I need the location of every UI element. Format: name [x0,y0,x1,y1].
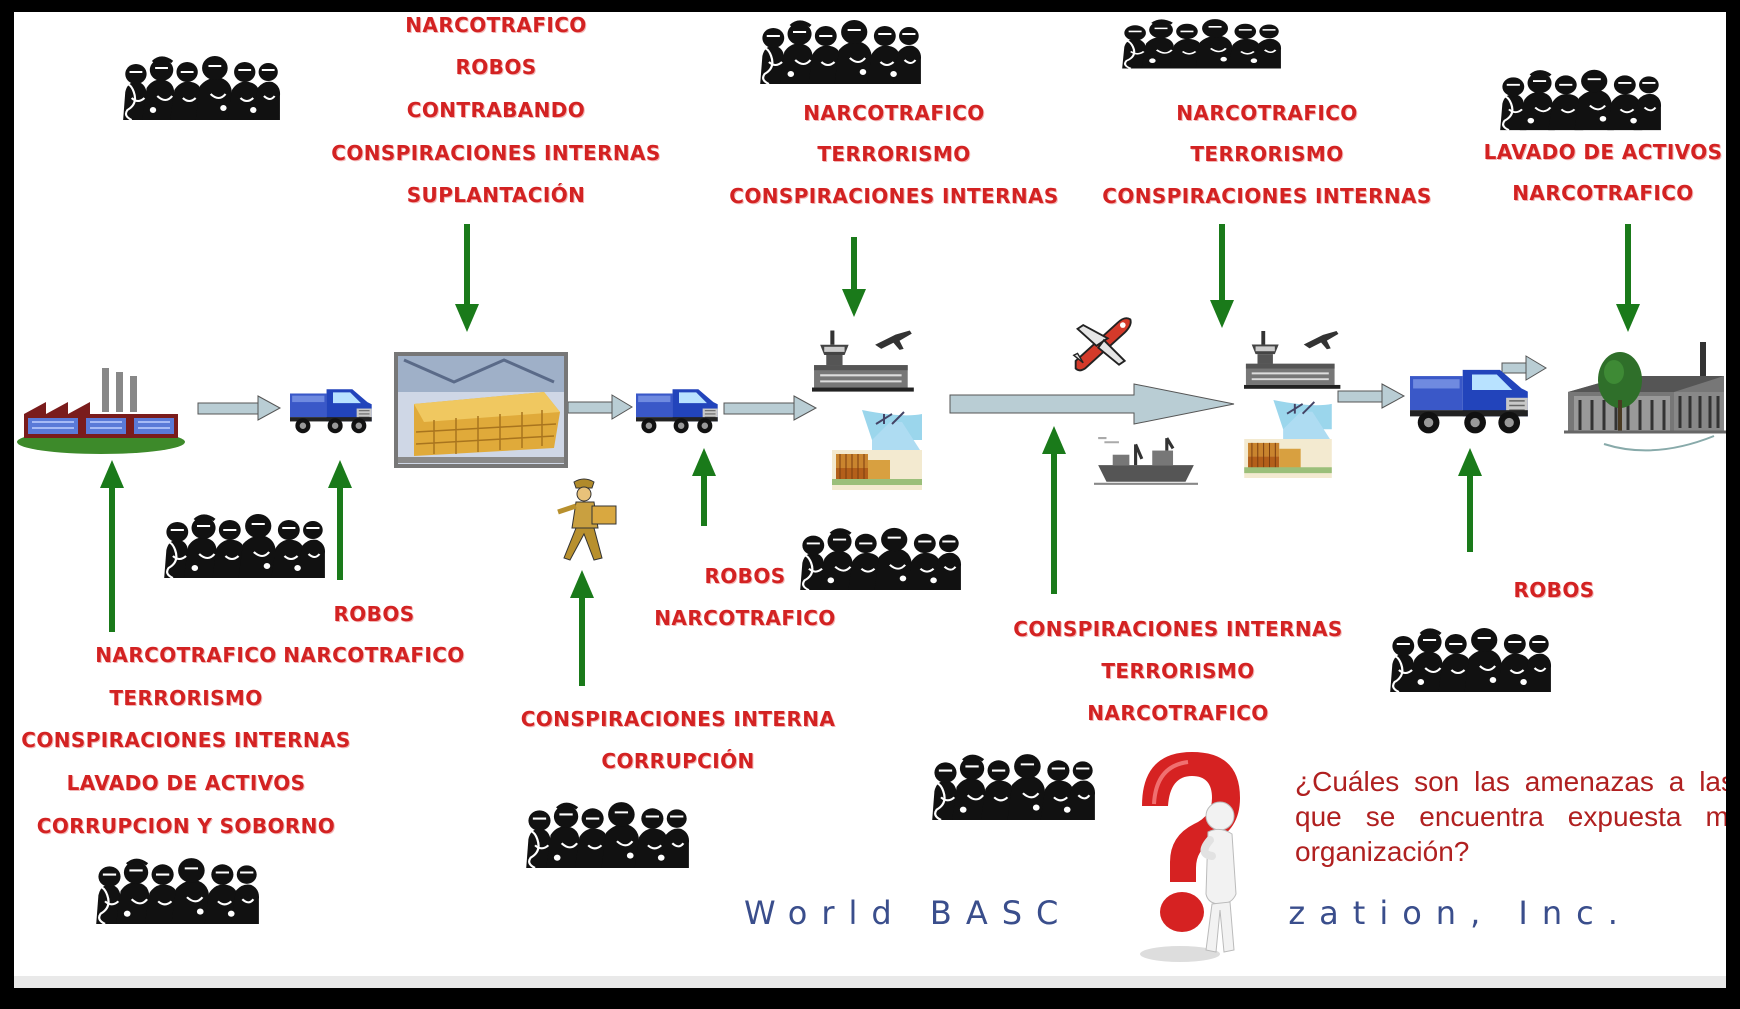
threat-label: NARCOTRAFICO [803,101,985,125]
criminal-crowd-icon [1388,624,1552,694]
threat-label: ROBOS [455,55,537,79]
truck-icon [636,378,722,438]
criminal-crowd-icon [930,750,1096,822]
flow-arrow-transit [949,383,1235,425]
flow-arrow-factory-truck [197,395,282,421]
threat-label: CONTRABANDO [406,98,586,122]
flow-arrow-truck-airport [723,395,818,421]
criminal-crowd-icon [798,524,962,592]
threat-label: NARCOTRAFICO [283,643,465,667]
watermark-left: World BASC [744,894,1073,932]
flow-arrow-airport-truck [1337,383,1406,409]
down-arrow-warehouse [455,224,479,332]
criminal-crowd-icon [1120,16,1282,70]
up-arrow-worker [570,570,594,686]
up-arrow-factory [100,460,124,632]
watermark-right: zation, Inc. [1288,894,1632,932]
question-text: ¿Cuáles son las amenazas a las que se en… [1295,766,1729,867]
threat-label: TERRORISMO [1101,659,1255,683]
threat-label: LAVADO DE ACTIVOS [66,771,306,795]
threat-label: CONSPIRACIONES INTERNAS [21,728,351,752]
criminal-crowd-icon [94,854,260,926]
up-arrow-truck2 [692,448,716,526]
threat-label: TERRORISMO [1190,142,1344,166]
threat-label: CONSPIRACIONES INTERNAS [1102,184,1432,208]
question-mark-figure-icon [1124,744,1274,972]
threat-label: NARCOTRAFICO [1512,181,1694,205]
flow-arrow-warehouse-truck [567,394,633,420]
up-arrow-transit [1042,426,1066,594]
port-crane-icon [1244,400,1332,478]
criminal-crowd-icon [121,52,281,122]
truck-icon [1410,354,1534,440]
threat-label: TERRORISMO [817,142,971,166]
threat-label: CONSPIRACIONES INTERNAS [331,141,661,165]
criminal-crowd-icon [524,798,690,870]
airplane-icon [1070,308,1136,378]
warehouse-photo [394,352,568,468]
destination-building-icon [1564,336,1726,466]
up-arrow-truck1 [328,460,352,580]
criminal-crowd-icon [758,16,922,86]
port-crane-icon [832,410,922,490]
threat-label: CONSPIRACIONES INTERNA [520,707,836,731]
threat-label: ROBOS [333,602,415,626]
down-arrow-airport-origin [842,237,866,317]
down-arrow-airport-dest [1210,224,1234,328]
factory-icon [16,358,186,454]
threat-label: CORRUPCION Y SOBORNO [36,814,336,838]
airport-tower-icon [1244,322,1350,392]
down-arrow-destination [1616,224,1640,332]
threat-label: ROBOS [704,564,786,588]
ship-icon [1094,436,1198,488]
watermark: World BASC zation, Inc. [744,894,1632,932]
criminal-crowd-icon [1498,66,1662,132]
flow-arrow-truck-building [1501,355,1547,381]
threat-label: TERRORISMO [109,686,263,710]
airport-tower-icon [812,322,924,394]
threat-label: SUPLANTACIÓN [406,183,586,207]
threat-arrows [100,224,1640,686]
truck-icon [290,378,376,438]
worker-icon [554,476,620,562]
up-arrow-truck3 [1458,448,1482,552]
threat-label: NARCOTRAFICO [95,643,277,667]
threat-label: NARCOTRAFICO [654,606,836,630]
threat-label: CONSPIRACIONES INTERNAS [1013,617,1343,641]
criminal-crowd-icon [162,510,326,580]
diagram-canvas: NARCOTRAFICO ROBOS CONTRABANDO CONSPIRAC… [11,9,1729,991]
threat-label: ROBOS [1513,578,1595,602]
threat-label: NARCOTRAFICO [1176,101,1358,125]
threat-label: LAVADO DE ACTIVOS [1483,140,1723,164]
threat-label: NARCOTRAFICO [405,13,587,37]
flow-arrows [197,355,1547,425]
threat-label: CORRUPCIÓN [601,749,755,773]
threat-label: CONSPIRACIONES INTERNAS [729,184,1059,208]
threat-label: NARCOTRAFICO [1087,701,1269,725]
